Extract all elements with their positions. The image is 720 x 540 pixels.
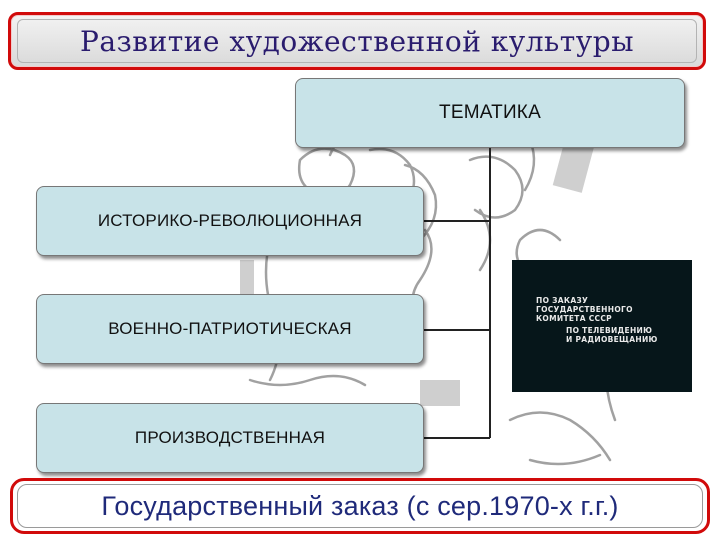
connector-branch-2 (424, 329, 490, 331)
film-still: ПО ЗАКАЗУ ГОСУДАРСТВЕННОГО КОМИТЕТА СССР… (512, 260, 692, 392)
theme-box: ТЕМАТИКА (295, 78, 685, 148)
connector-vertical (489, 148, 491, 438)
film-text-line: ГОСУДАРСТВЕННОГО (536, 305, 633, 314)
film-text-line: ПО ТЕЛЕВИДЕНИЮ (566, 326, 653, 335)
footer-banner: Государственный заказ (с сер.1970-х г.г.… (10, 478, 710, 534)
connector-branch-1 (424, 220, 490, 222)
category-box-historical-revolutionary: ИСТОРИКО-РЕВОЛЮЦИОННАЯ (36, 186, 424, 256)
connector-branch-3 (424, 437, 490, 439)
theme-label: ТЕМАТИКА (439, 102, 541, 123)
film-text-line: И РАДИОВЕЩАНИЮ (566, 335, 658, 344)
category-label: ПРОИЗВОДСТВЕННАЯ (134, 428, 326, 447)
category-label: ВОЕННО-ПАТРИОТИЧЕСКАЯ (108, 319, 352, 338)
film-text-line: КОМИТЕТА СССР (536, 314, 612, 323)
category-box-military-patriotic: ВОЕННО-ПАТРИОТИЧЕСКАЯ (36, 294, 424, 364)
footer-caption: Государственный заказ (с сер.1970-х г.г.… (101, 490, 619, 521)
page-title: Развитие художественной культуры (80, 24, 634, 58)
category-box-industrial: ПРОИЗВОДСТВЕННАЯ (36, 403, 424, 473)
title-banner: Развитие художественной культуры (8, 12, 706, 70)
category-label: ИСТОРИКО-РЕВОЛЮЦИОННАЯ (97, 211, 363, 230)
film-text-line: ПО ЗАКАЗУ (536, 296, 589, 305)
